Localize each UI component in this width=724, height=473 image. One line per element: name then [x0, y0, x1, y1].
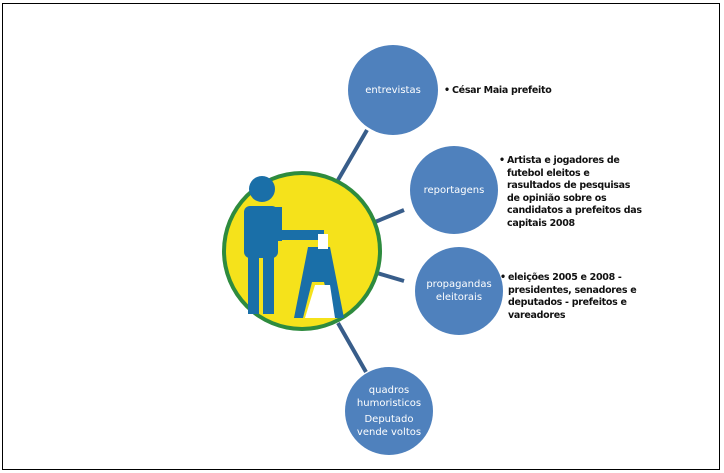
- node-circle-quadros: [345, 367, 433, 455]
- connector-reportagens: [374, 208, 405, 224]
- diagram-frame: [2, 3, 720, 470]
- note-entrevistas: •César Maia prefeito: [444, 85, 612, 98]
- node-circle-reportagens: [410, 146, 498, 234]
- ballot-icon: [318, 234, 328, 249]
- bullet-icon: •: [499, 155, 505, 166]
- node-label: entrevistas: [365, 84, 421, 96]
- note-reportagens: •Artista e jogadores de futebol eleitos …: [499, 155, 642, 230]
- node-circle-propagandas: [415, 247, 503, 335]
- note-text: César Maia prefeito: [452, 85, 552, 96]
- node-label: quadros humoristicos: [356, 384, 422, 409]
- note-text: Artista e jogadores de futebol eleitos e…: [507, 155, 642, 229]
- node-propagandas: propagandas eleitorais: [415, 247, 503, 335]
- connector-entrevistas: [336, 128, 369, 182]
- note-text: eleições 2005 e 2008 - presidentes, sena…: [508, 272, 637, 321]
- note-propagandas: •eleições 2005 e 2008 - presidentes, sen…: [500, 272, 638, 322]
- node-label: reportagens: [423, 184, 485, 196]
- bullet-icon: •: [500, 272, 506, 283]
- node-label: propagandas eleitorais: [426, 279, 492, 303]
- node-sublabel: Deputado vende voltos: [356, 413, 422, 438]
- connector-propagandas: [376, 271, 405, 283]
- node-entrevistas: entrevistas: [348, 45, 438, 135]
- node-quadros: quadros humoristicos Deputado vende volt…: [345, 367, 433, 455]
- connector-quadros: [336, 322, 368, 373]
- ballot-box-front: [305, 285, 335, 318]
- node-reportagens: reportagens: [410, 146, 498, 234]
- node-circle-entrevistas: [348, 45, 438, 135]
- bullet-icon: •: [444, 85, 450, 96]
